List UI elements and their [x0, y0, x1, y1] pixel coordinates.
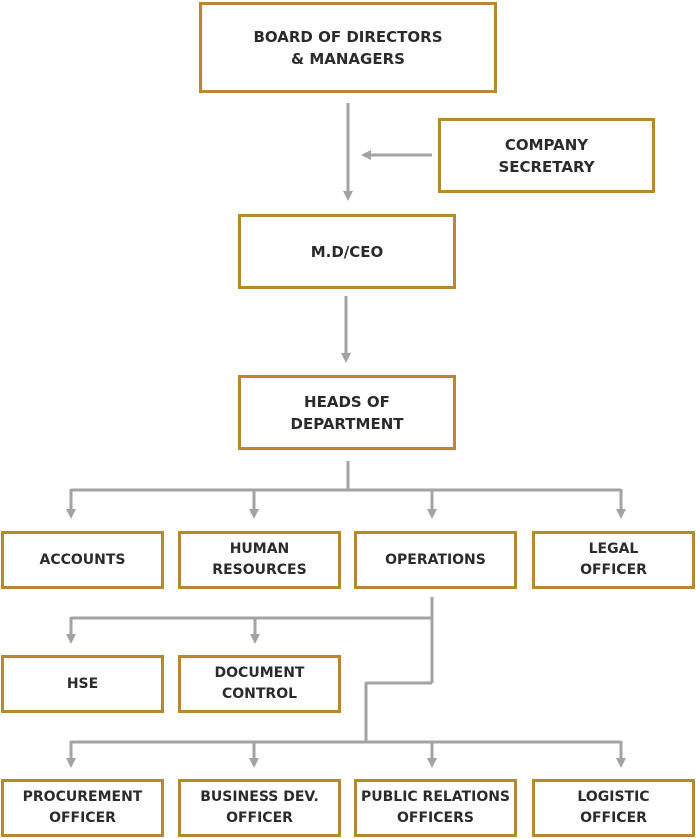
node-business-dev-label: BUSINESS DEV. OFFICER [200, 789, 319, 826]
node-legal-label: LEGAL OFFICER [580, 541, 647, 578]
node-legal: LEGAL OFFICER [532, 531, 695, 589]
node-ceo-label: M.D/CEO [310, 242, 384, 261]
node-heads: HEADS OF DEPARTMENT [238, 375, 456, 450]
node-hse: HSE [1, 655, 164, 713]
node-operations: OPERATIONS [354, 531, 517, 589]
node-accounts-label: ACCOUNTS [39, 551, 126, 568]
node-heads-label: HEADS OF DEPARTMENT [290, 392, 404, 433]
node-board-label: BOARD OF DIRECTORS & MANAGERS [253, 27, 443, 68]
node-hr: HUMAN RESOURCES [178, 531, 341, 589]
node-logistic-label: LOGISTIC OFFICER [577, 789, 650, 826]
node-board: BOARD OF DIRECTORS & MANAGERS [199, 2, 497, 93]
node-accounts: ACCOUNTS [1, 531, 164, 589]
node-procurement-label: PROCUREMENT OFFICER [22, 789, 143, 826]
node-document-control: DOCUMENT CONTROL [178, 655, 341, 713]
node-public-relations: PUBLIC RELATIONS OFFICERS [354, 779, 517, 837]
node-hse-label: HSE [66, 675, 99, 692]
node-document-control-label: DOCUMENT CONTROL [214, 665, 305, 702]
node-public-relations-label: PUBLIC RELATIONS OFFICERS [360, 789, 511, 826]
node-operations-label: OPERATIONS [385, 551, 486, 568]
node-hr-label: HUMAN RESOURCES [212, 541, 307, 578]
node-logistic: LOGISTIC OFFICER [532, 779, 695, 837]
node-secretary: COMPANY SECRETARY [438, 118, 655, 193]
node-business-dev: BUSINESS DEV. OFFICER [178, 779, 341, 837]
node-procurement: PROCUREMENT OFFICER [1, 779, 164, 837]
node-secretary-label: COMPANY SECRETARY [498, 135, 595, 176]
node-ceo: M.D/CEO [238, 214, 456, 289]
